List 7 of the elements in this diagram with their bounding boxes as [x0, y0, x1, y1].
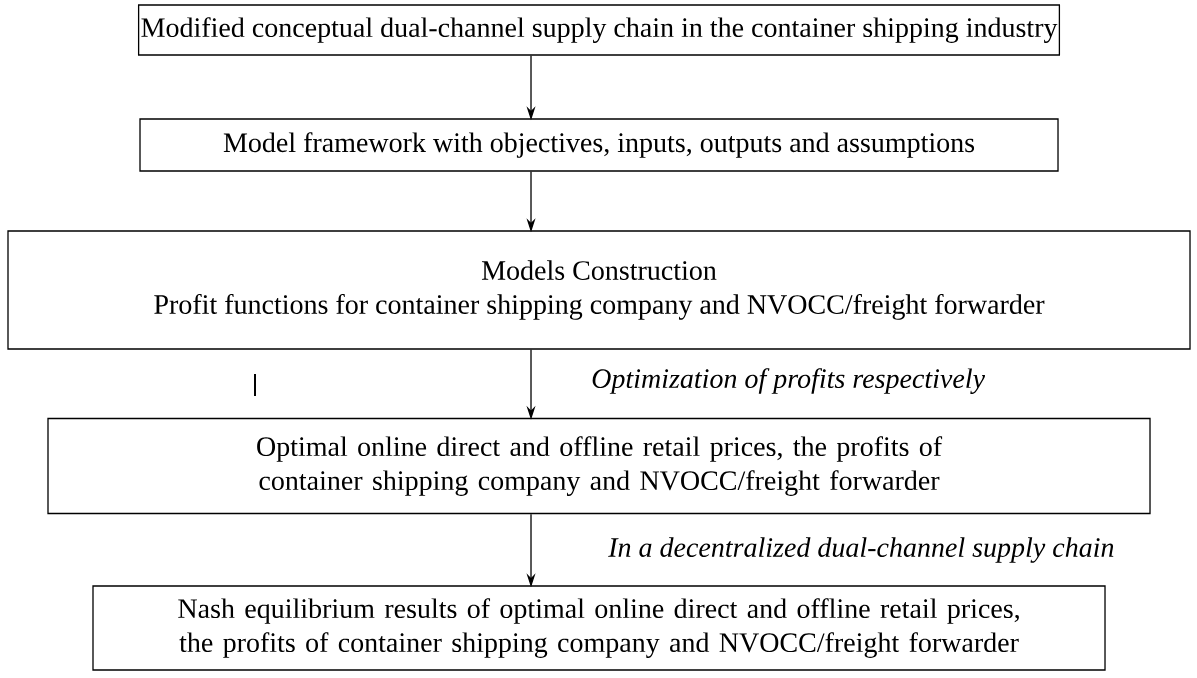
process-box: Model framework with objectives, inputs, outputs and assumptions: [139, 118, 1059, 172]
process-box: Optimal online direct and offline retail prices, the profits of container shipping company and NVOCC/freight forwarder: [47, 417, 1151, 515]
edge-label: In a decentralized dual-channel supply chain: [608, 537, 1114, 563]
process-box: Modified conceptual dual-channel supply chain in the container shipping industry: [137, 4, 1061, 56]
process-box: Nash equilibrium results of optimal online direct and offline retail prices, the profits of container shipping company and NVOCC/freight forwarder: [92, 585, 1106, 671]
process-box: Models Construction Profit functions for container shipping company and NVOCC/freight forwarder: [7, 230, 1191, 350]
edge-label: Optimization of profits respectively: [592, 368, 986, 394]
